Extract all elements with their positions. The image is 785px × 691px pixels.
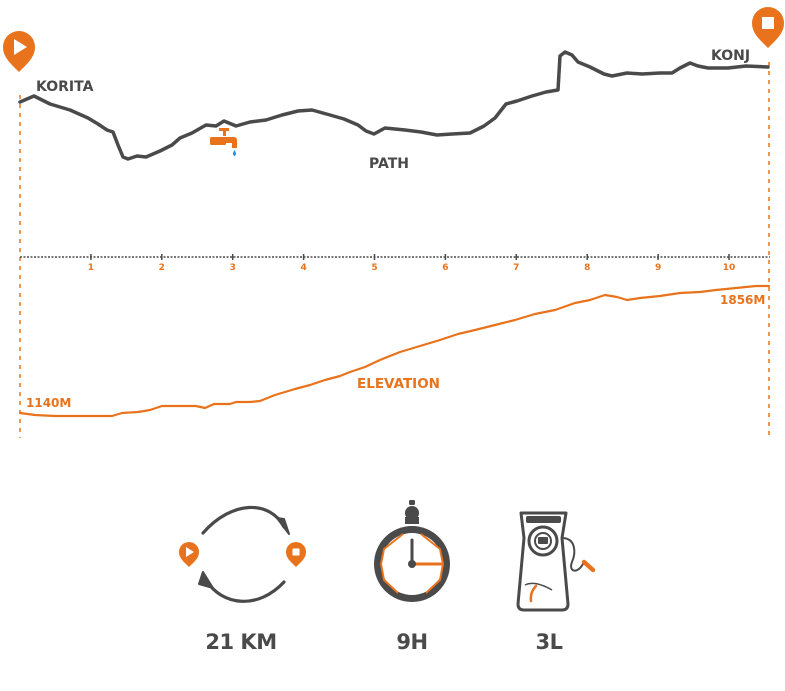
distance-tick-label: 6 (442, 263, 448, 273)
elevation-profile-line (18, 284, 771, 418)
hydration-pack-icon (516, 511, 596, 612)
distance-ticks: 1 2 3 4 5 6 7 8 9 10 (88, 254, 735, 273)
water-tap-icon (210, 128, 237, 156)
path-profile-line (18, 50, 770, 161)
distance-tick-label: 5 (371, 263, 377, 273)
elevation-max-label: 1856M (720, 293, 765, 307)
distance-tick-label: 10 (723, 263, 736, 273)
stop-marker-icon (752, 7, 784, 48)
distance-tick-label: 7 (513, 263, 519, 273)
distance-tick-label: 9 (655, 263, 661, 273)
water-stat-label: 3L (535, 630, 564, 654)
stopwatch-icon (374, 500, 450, 602)
elevation-label: ELEVATION (357, 376, 440, 392)
round-trip-icon (179, 505, 306, 603)
duration-stat-label: 9H (396, 630, 428, 654)
play-marker-icon (3, 31, 35, 72)
distance-tick-label: 2 (159, 263, 165, 273)
distance-tick-label: 3 (230, 263, 236, 273)
start-place-label: KORITA (36, 79, 94, 95)
end-place-label: KONJ (711, 48, 750, 64)
distance-tick-label: 8 (584, 263, 590, 273)
distance-tick-label: 4 (300, 263, 306, 273)
elevation-min-label: 1140M (26, 396, 71, 410)
distance-tick-label: 1 (88, 263, 94, 273)
path-label: PATH (369, 156, 409, 172)
distance-stat-label: 21 KM (205, 630, 277, 654)
